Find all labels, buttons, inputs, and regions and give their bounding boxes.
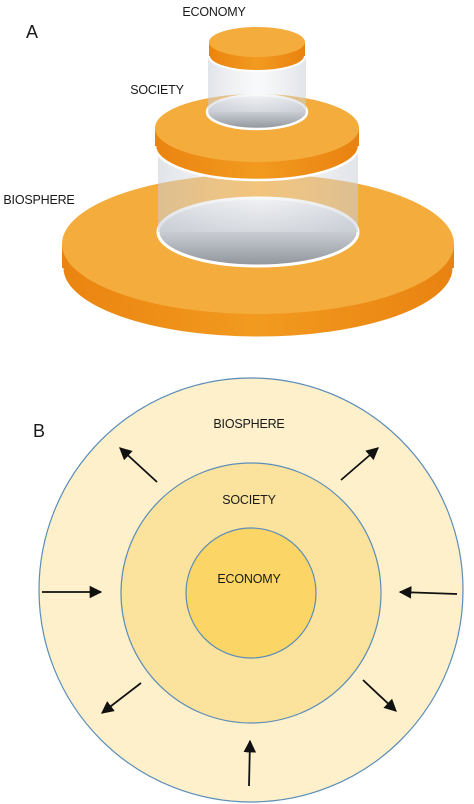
economy-circle [185,527,317,659]
society-label-b: SOCIETY [222,493,276,507]
panel-a: A ECONOMY SOCIETY BIOSPHERE [3,5,456,340]
society-disc-edge [153,145,361,182]
society-label-a: SOCIETY [130,83,184,97]
economy-disc-edge [208,55,306,72]
arrow-outward-bottom-right [362,679,397,712]
arrow-inward-bottom [243,739,257,787]
panel-a-letter: A [26,22,38,42]
arrow-outward-bottom-left [101,682,142,714]
biosphere-label-b: BIOSPHERE [213,417,284,431]
economy-label-b: ECONOMY [217,572,281,586]
panel-b: B BIOSPHERE SOCIETY ECONOMY [33,377,464,803]
biosphere-disc-edge [60,267,456,340]
biosphere-label-a: BIOSPHERE [3,193,74,207]
arrow-outward-top-right [340,447,379,481]
economy-disc-top [209,27,305,57]
panel-b-letter: B [33,421,45,441]
arrow-inward-right [398,586,458,599]
economy-label-a: ECONOMY [182,5,246,19]
society-disc [153,93,361,182]
economy-disc [208,27,306,72]
arrow-outward-top-left [119,447,158,483]
